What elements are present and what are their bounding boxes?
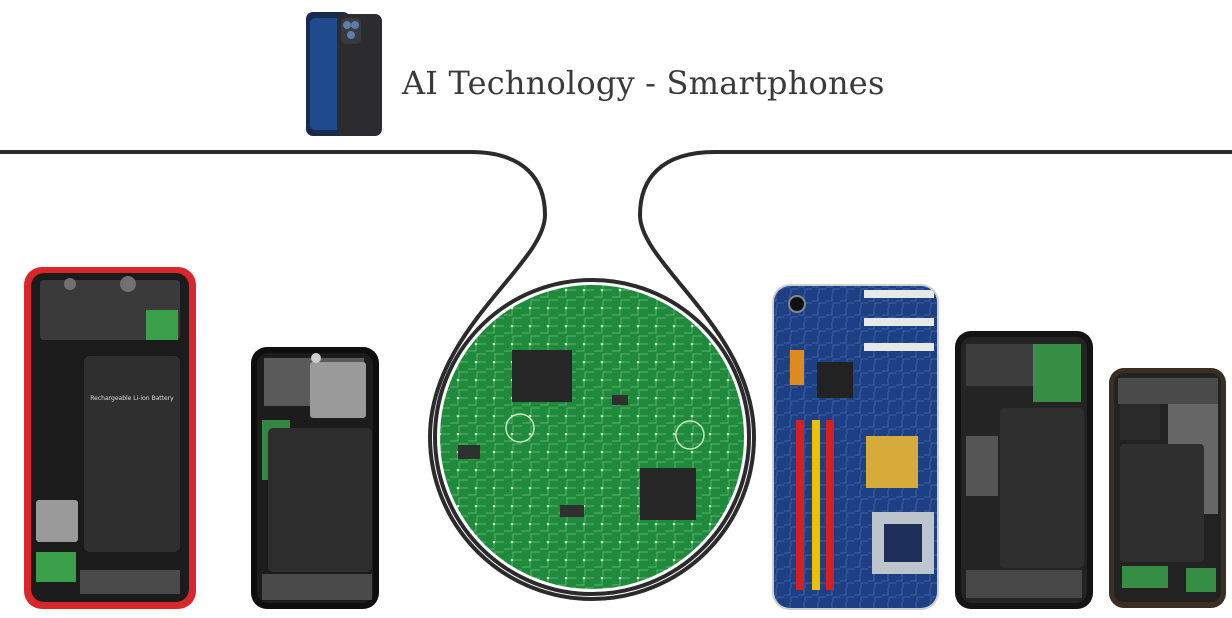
phone-dark-teardown-2 (1109, 368, 1226, 608)
phone-dark-teardown-1 (955, 331, 1093, 609)
phone-black-teardown (251, 347, 379, 609)
phone-motherboard-skin (772, 284, 939, 610)
battery-label-1: Rechargeable Li-ion Battery (90, 395, 174, 402)
page-title: AI Technology - Smartphones (402, 64, 885, 102)
connector-line (0, 150, 1232, 601)
phone-red-teardown: Rechargeable Li-ion Battery (24, 267, 196, 609)
circuit-board-circle (433, 278, 751, 596)
smartphone-pair-icon (306, 12, 382, 136)
